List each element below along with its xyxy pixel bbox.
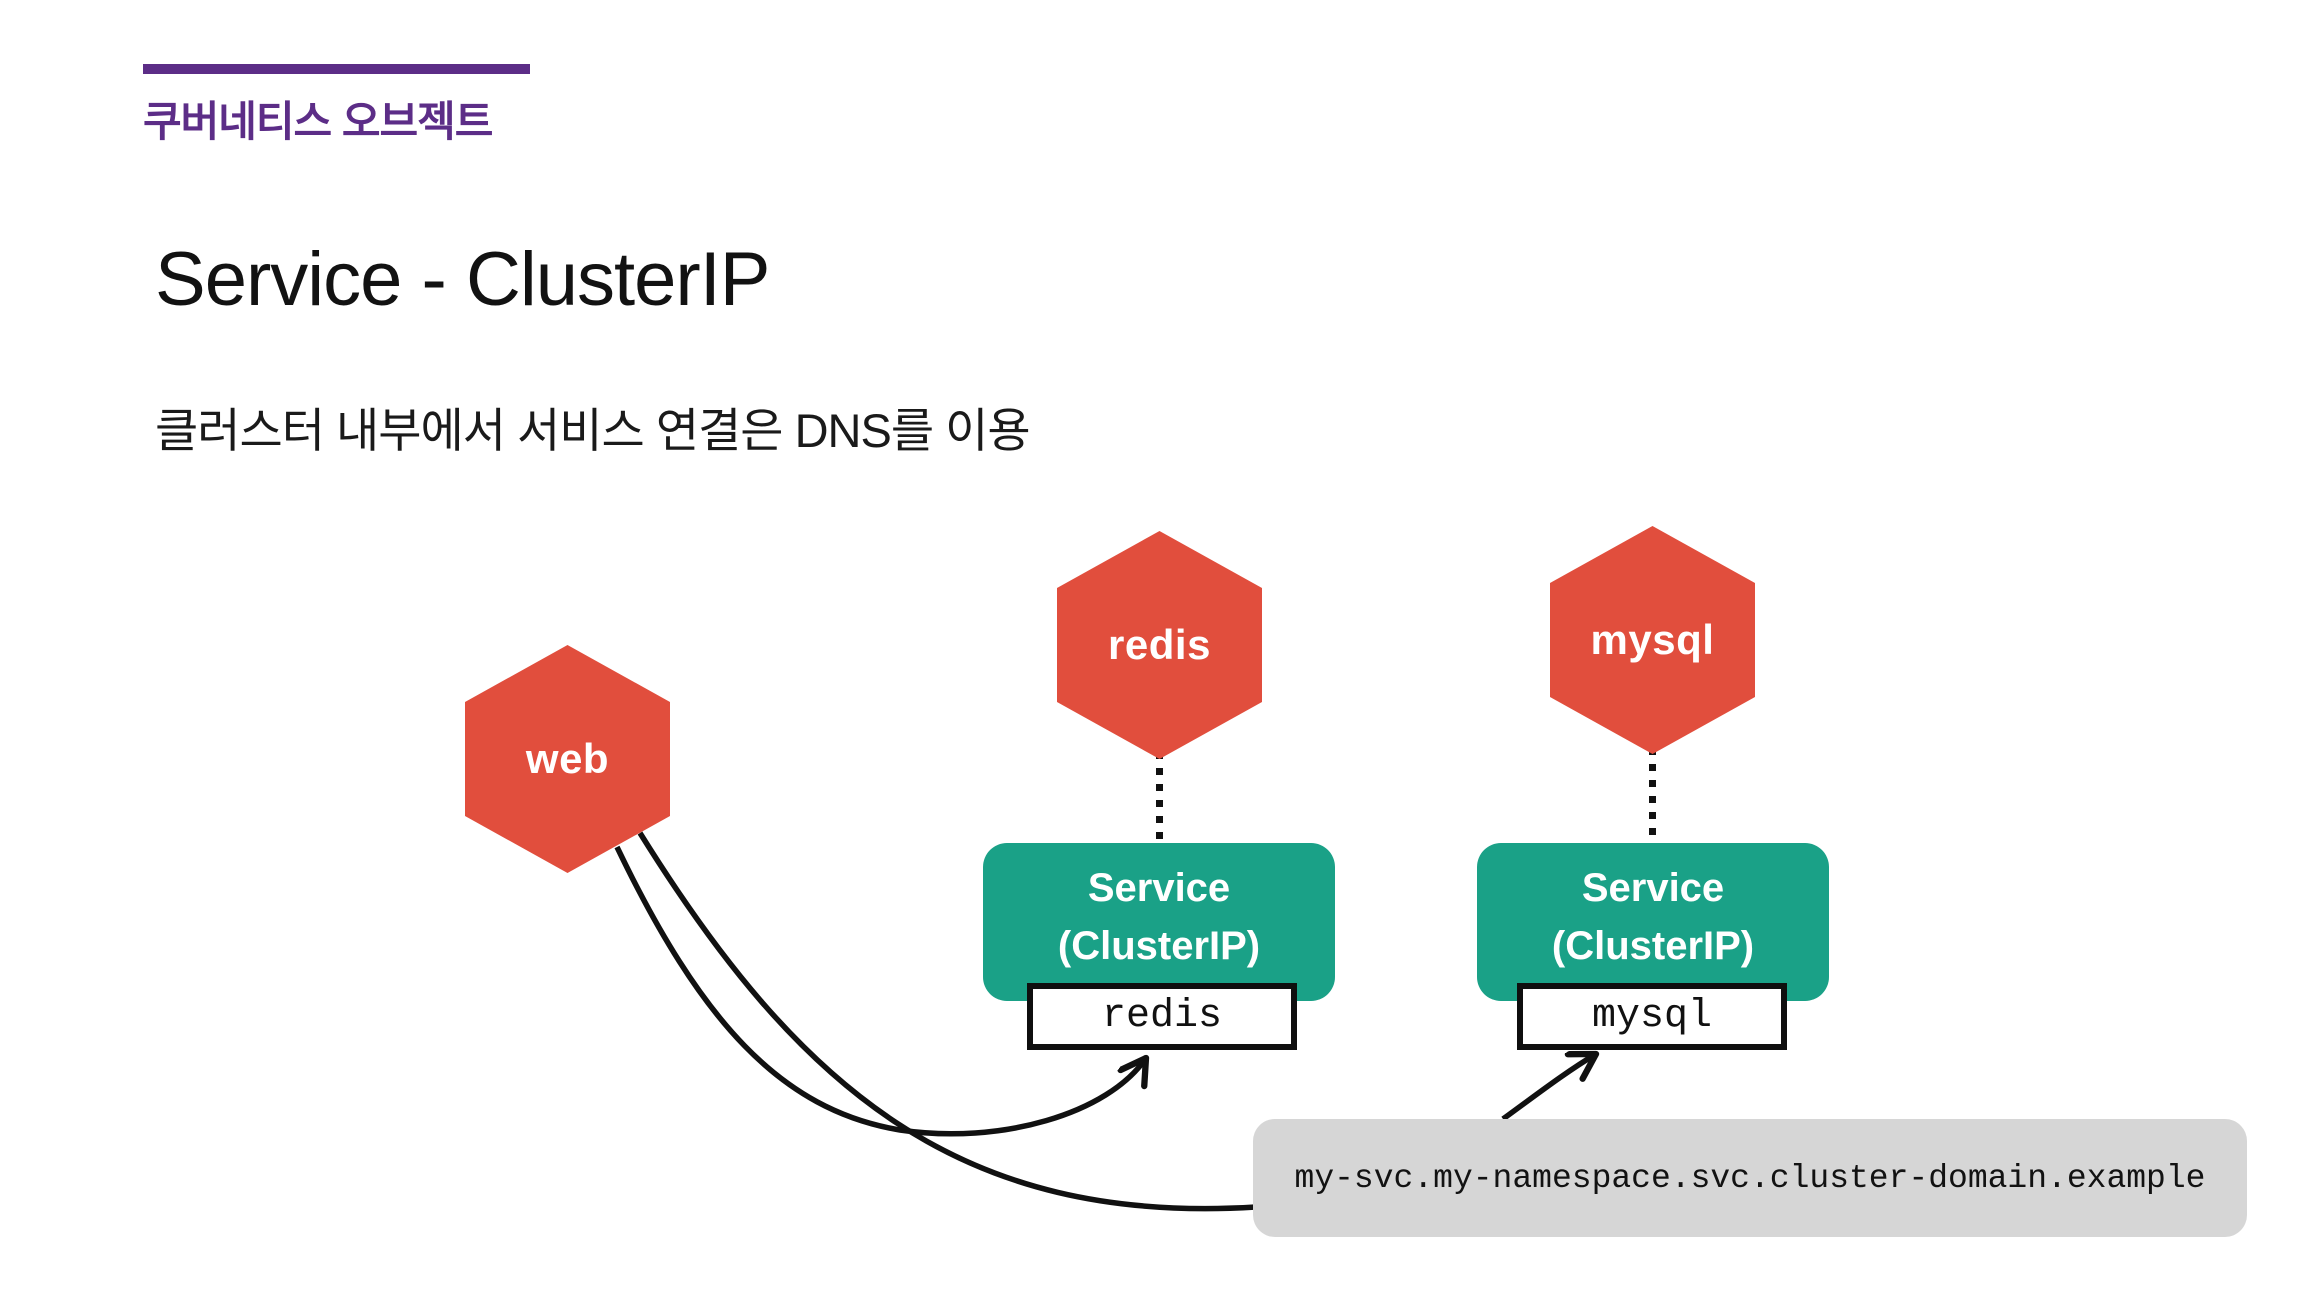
service-subtitle: (ClusterIP) [1551, 924, 1755, 968]
pod-label-redis: redis [1108, 621, 1211, 668]
pod-hexagon-mysql: mysql [1550, 526, 1755, 754]
service-subtitle: (ClusterIP) [1057, 924, 1261, 968]
pod-hexagon-redis: redis [1057, 531, 1262, 759]
page-subtitle: 클러스터 내부에서 서비스 연결은 DNS를 이용 [155, 404, 1031, 457]
service-name-text: mysql [1591, 994, 1713, 1039]
pod-hexagon-web: web [465, 645, 670, 873]
dns-name-box: my-svc.my-namespace.svc.cluster-domain.e… [1253, 1119, 2247, 1237]
dns-name-text: my-svc.my-namespace.svc.cluster-domain.e… [1294, 1159, 2206, 1197]
service-name-text: redis [1101, 994, 1223, 1039]
service-box-mysql: Service (ClusterIP) [1477, 843, 1829, 1001]
service-box-redis: Service (ClusterIP) [983, 843, 1335, 1001]
service-title: Service [1087, 866, 1231, 910]
service-title: Service [1581, 866, 1725, 910]
accent-bar [143, 64, 530, 74]
service-name-tag-redis: redis [1027, 983, 1297, 1050]
pod-label-web: web [525, 735, 610, 782]
pod-label-mysql: mysql [1590, 616, 1715, 663]
eyebrow-label: 쿠버네티스 오브젝트 [143, 98, 493, 145]
service-name-tag-mysql: mysql [1517, 983, 1787, 1050]
arrow-dns-to-mysql-service [1501, 1054, 1596, 1122]
page-title: Service - ClusterIP [155, 237, 770, 322]
